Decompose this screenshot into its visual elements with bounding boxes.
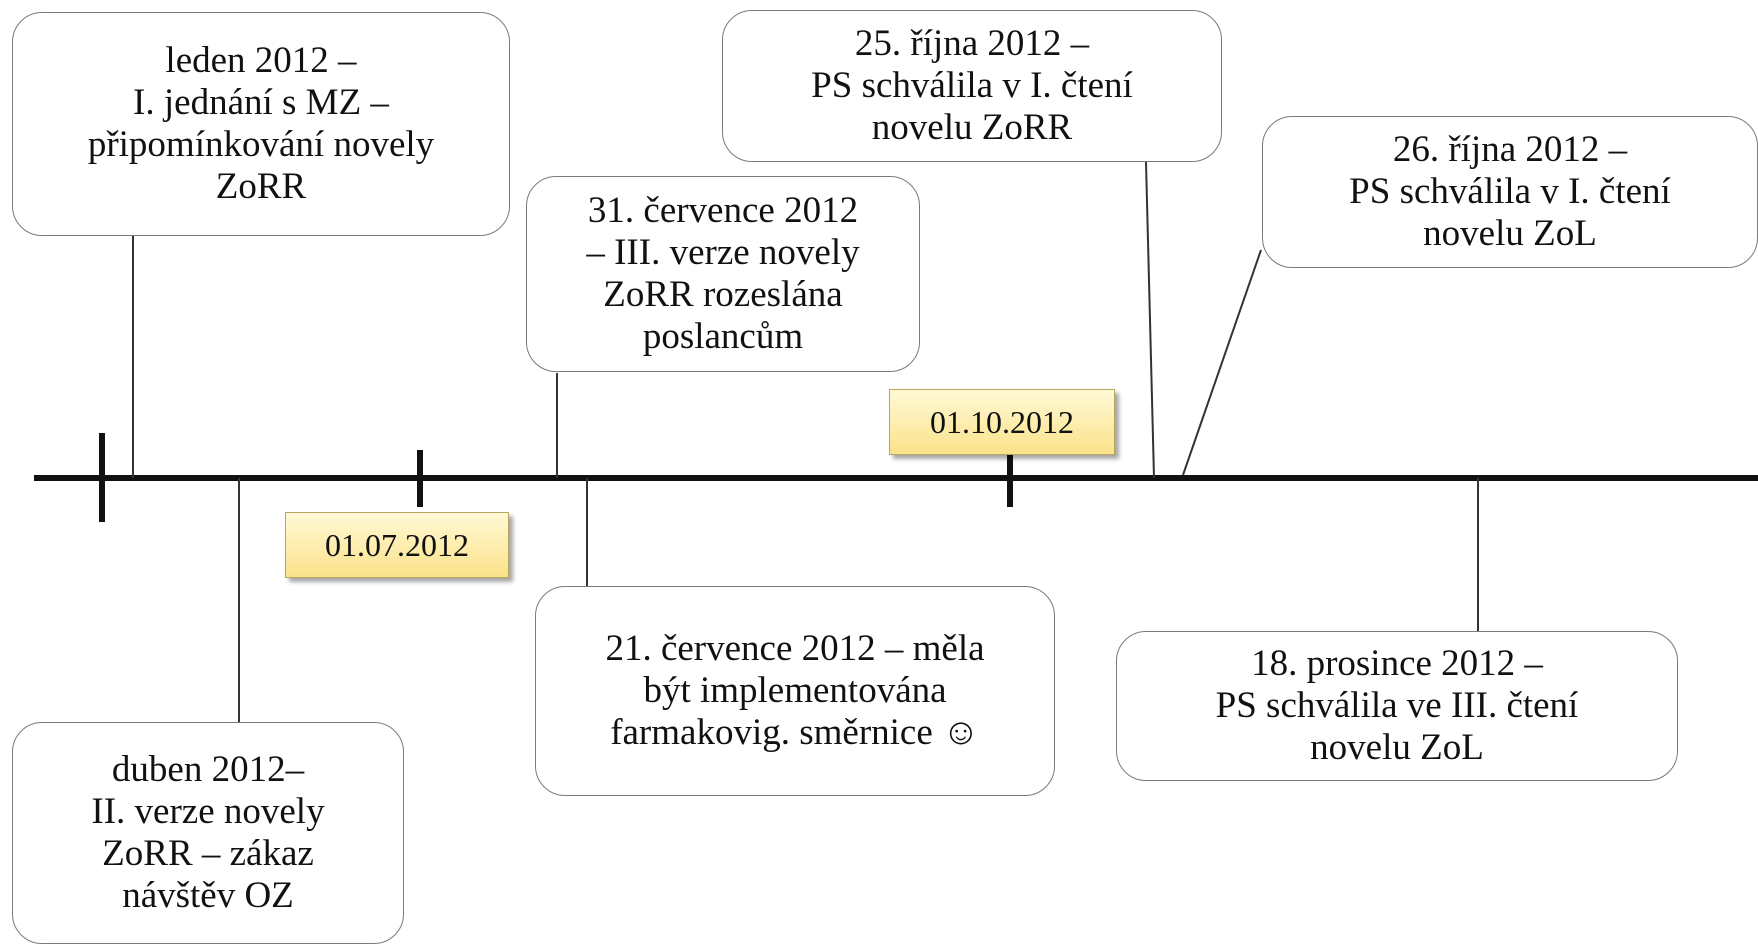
event-line: duben 2012–	[111, 749, 305, 790]
event-line: PS schválila v I. čtení	[1349, 171, 1671, 212]
event-text: 31. července 2012 – III. verze novely Zo…	[586, 190, 859, 358]
event-line: farmakovig. směrnice ☺	[610, 712, 980, 753]
event-text: 25. října 2012 – PS schválila v I. čtení…	[811, 23, 1133, 149]
event-line: leden 2012 –	[165, 40, 357, 81]
event-text: duben 2012– II. verze novely ZoRR – záka…	[91, 749, 324, 917]
event-line: 31. července 2012	[587, 190, 859, 231]
event-line: poslancům	[642, 316, 804, 357]
event-line: ZoRR rozeslána	[603, 274, 843, 315]
event-text: 18. prosince 2012 – PS schválila ve III.…	[1216, 643, 1579, 769]
event-line: II. verze novely	[91, 791, 325, 832]
connector-25-rijna-2012	[1145, 161, 1155, 479]
event-25-rijna-2012: 25. října 2012 – PS schválila v I. čtení…	[722, 10, 1222, 162]
event-text: leden 2012 – I. jednání s MZ – připomínk…	[88, 40, 434, 208]
event-21-cervence-2012: 21. července 2012 – měla být implementov…	[535, 586, 1055, 796]
connector-26-rijna-2012	[1182, 249, 1262, 476]
event-duben-2012: duben 2012– II. verze novely ZoRR – záka…	[12, 722, 404, 944]
event-leden-2012: leden 2012 – I. jednání s MZ – připomínk…	[12, 12, 510, 236]
axis-date-label: 01.10.2012	[889, 389, 1115, 455]
event-text: 26. října 2012 – PS schválila v I. čtení…	[1349, 129, 1671, 255]
event-line: 26. října 2012 –	[1392, 129, 1628, 170]
event-line: novelu ZoL	[1423, 213, 1597, 254]
event-18-prosince-2012: 18. prosince 2012 – PS schválila ve III.…	[1116, 631, 1678, 781]
axis-date-label: 01.07.2012	[285, 512, 509, 578]
event-line: PS schválila v I. čtení	[811, 65, 1133, 106]
event-line: – III. verze novely	[586, 232, 860, 273]
event-line: 21. července 2012 – měla	[605, 628, 985, 669]
event-line: novelu ZoRR	[871, 107, 1073, 148]
event-line: 25. října 2012 –	[854, 23, 1090, 64]
event-line: I. jednání s MZ –	[133, 82, 389, 123]
event-line: 18. prosince 2012 –	[1251, 643, 1543, 684]
event-line: návštěv OZ	[122, 875, 294, 916]
event-line: ZoRR – zákaz	[102, 833, 314, 874]
event-text: 21. července 2012 – měla být implementov…	[605, 628, 984, 754]
event-31-cervence-2012: 31. července 2012 – III. verze novely Zo…	[526, 176, 920, 372]
event-line: PS schválila ve III. čtení	[1215, 685, 1579, 726]
event-line: být implementována	[643, 670, 947, 711]
event-line: připomínkování novely	[87, 124, 435, 165]
event-26-rijna-2012: 26. října 2012 – PS schválila v I. čtení…	[1262, 116, 1758, 268]
event-line: ZoRR	[215, 166, 307, 207]
event-line: novelu ZoL	[1310, 727, 1484, 768]
